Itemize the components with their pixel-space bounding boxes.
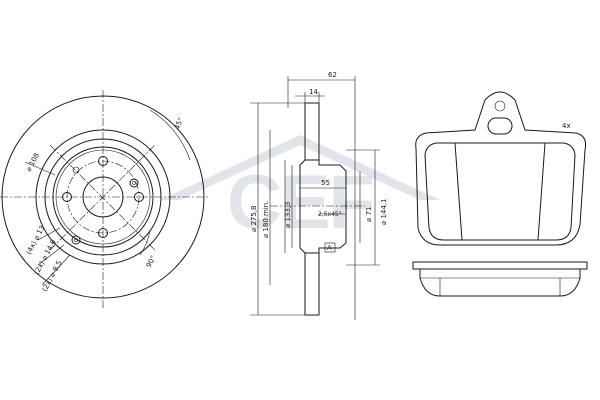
bolt-hole-bottom [98,228,108,238]
center-hole-2 [71,235,81,245]
watermark-text: CEF [227,160,373,245]
diameter-friction-label: ⌀ 180 min. [262,201,270,238]
chamfer-label: 2,5x45° [318,211,342,218]
pcd-label: ⌀ 108 [25,152,41,173]
angle-right-label: 90° [145,254,158,269]
bolt-hole-top [98,156,108,166]
brake-pad-view: 4x [415,91,587,246]
hub-depth-label: 55 [321,179,330,187]
small-hole [72,166,80,174]
pad-quantity-label: 4x [562,122,571,130]
diameter-pilot-label: ⌀ 144,1 [380,199,388,225]
datum-label: A [327,244,332,252]
thickness-label: 14 [309,88,318,96]
center-hole-1 [129,178,139,188]
brand-watermark: CEF [160,135,440,245]
diameter-hub-label: ⌀ 133,3 [284,202,292,228]
brake-pad-side-view [412,261,588,297]
diameter-center-label: ⌀ 71 [365,207,373,222]
angle-label: 45° [173,116,185,130]
width-total-label: 62 [328,71,337,79]
disc-section-view: 62 14 55 2,5x45° A ⌀ 275,8 ⌀ 180 min. ⌀ … [250,71,388,320]
diameter-outer-label: ⌀ 275,8 [250,206,258,232]
bolt-hole-left [62,192,72,202]
bolt-hole-right [134,192,144,202]
